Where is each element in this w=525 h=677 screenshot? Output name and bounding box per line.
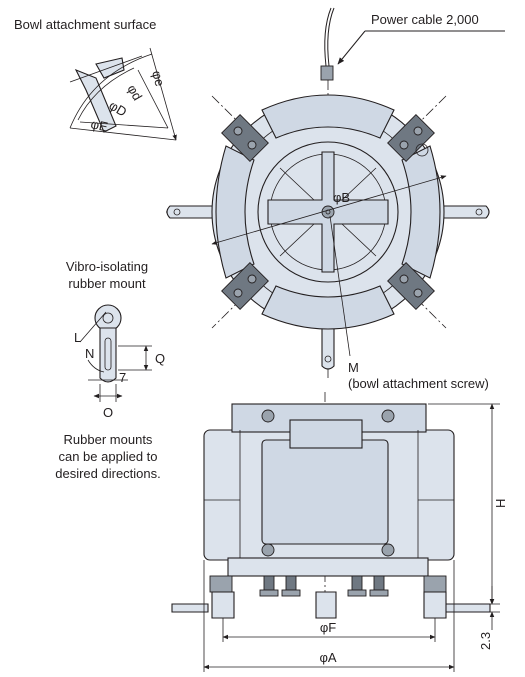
top-view: φB M (bowl attachment screw) — [166, 80, 490, 391]
bottom-arc-segment — [261, 285, 395, 330]
center-screw — [321, 205, 335, 219]
dim-O: O — [103, 405, 113, 420]
dim-H: H — [493, 499, 508, 508]
bowl-screw-label: (bowl attachment screw) — [348, 376, 489, 391]
dim-N: N — [85, 346, 94, 361]
rubber-note-1: Rubber mounts — [64, 432, 153, 447]
dim-seven: 7 — [119, 370, 126, 385]
bowl-rib-main — [74, 68, 117, 133]
dim-Q: Q — [155, 351, 165, 366]
dim-phi-d: φd — [124, 82, 145, 103]
left-tab — [166, 205, 215, 219]
top-arc-segment — [261, 94, 395, 139]
power-cable: Power cable 2,000 — [320, 7, 505, 81]
dim-phi-B: φB — [333, 190, 350, 205]
dim-L: L — [74, 330, 81, 345]
dim-phi-F: φF — [320, 620, 336, 635]
dim-2-3: 2.3 — [478, 632, 493, 650]
bowl-arc-outer — [69, 53, 153, 129]
side-view: H 2.3 φF φA — [171, 392, 508, 672]
rubber-mount-detail: Vibro-isolating rubber mount L N Q 7 O — [66, 259, 165, 420]
m-label: M — [348, 360, 359, 375]
bowl-surface-label: Bowl attachment surface — [14, 17, 156, 32]
bolt-blocks — [221, 114, 435, 310]
mount-stem — [99, 327, 117, 383]
right-tab — [441, 205, 490, 219]
bowl-rib-upper — [95, 57, 125, 79]
cable-gland — [320, 65, 334, 81]
rubber-note-2: can be applied to — [58, 449, 157, 464]
bowl-surface-edge — [69, 55, 143, 83]
vibro-label-1: Vibro-isolating — [66, 259, 148, 274]
bowl-arc-inner — [77, 67, 135, 121]
vibro-label-2: rubber mount — [68, 276, 146, 291]
dim-phi-A: φA — [319, 650, 336, 665]
feet-bolts — [209, 575, 447, 597]
rubber-note: Rubber mounts can be applied to desired … — [55, 432, 161, 481]
mount-head — [94, 304, 122, 332]
bowl-surface-detail: Bowl attachment surface φe φd φD φE — [14, 17, 177, 141]
cable-wire — [324, 7, 332, 67]
power-cable-label: Power cable 2,000 — [371, 12, 479, 27]
dim-phi-e: φe — [149, 69, 168, 88]
lower-frame — [227, 557, 429, 577]
rubber-note-3: desired directions. — [55, 466, 161, 481]
bottom-tab — [321, 321, 335, 370]
dim-phi-E: φE — [89, 116, 109, 134]
